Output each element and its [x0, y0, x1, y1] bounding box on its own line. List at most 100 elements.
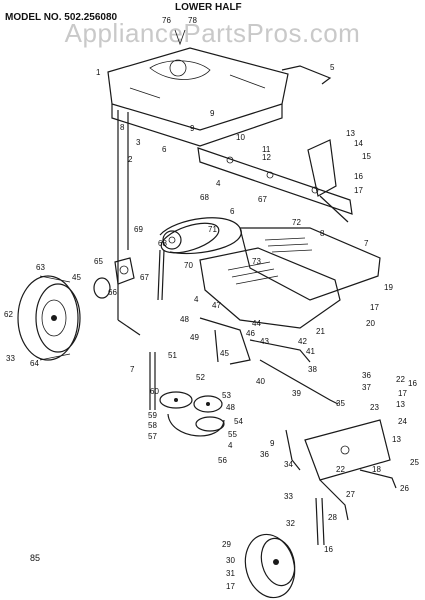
spindle-assembly	[285, 419, 397, 546]
callout-label: 2	[128, 155, 133, 164]
callout-label: 42	[298, 337, 307, 346]
callout-label: 47	[212, 301, 221, 310]
callout-label: 5	[330, 63, 335, 72]
callout-label: 54	[234, 417, 243, 426]
callout-label: 22	[336, 465, 345, 474]
section-title: LOWER HALF	[175, 2, 242, 13]
callout-label: 16	[408, 379, 417, 388]
callout-label: 18	[372, 465, 381, 474]
callout-label: 16	[324, 545, 333, 554]
callout-label: 14	[354, 139, 363, 148]
belt-and-pulley	[159, 217, 242, 255]
callout-label: 78	[188, 16, 197, 25]
callout-label: 40	[256, 377, 265, 386]
callout-label: 33	[284, 492, 293, 501]
callout-label: 48	[226, 403, 235, 412]
callout-label: 56	[218, 456, 227, 465]
callout-label: 28	[328, 513, 337, 522]
callout-label: 32	[286, 519, 295, 528]
callout-label: 9	[190, 124, 195, 133]
callout-label: 34	[284, 460, 293, 469]
callout-label: 17	[226, 582, 235, 591]
shift-rod	[281, 65, 332, 85]
callout-label: 24	[398, 417, 407, 426]
callout-label: 10	[236, 133, 245, 142]
callout-label: 38	[308, 365, 317, 374]
callout-label: 33	[6, 354, 15, 363]
callout-label: 7	[130, 365, 135, 374]
callout-label: 36	[362, 371, 371, 380]
callout-label: 65	[94, 257, 103, 266]
callout-label: 52	[196, 373, 205, 382]
callout-label: 72	[292, 218, 301, 227]
frame-left-side	[117, 110, 141, 336]
callout-label: 70	[184, 261, 193, 270]
callout-label: 53	[222, 391, 231, 400]
callout-label: 13	[346, 129, 355, 138]
callout-label: 67	[140, 273, 149, 282]
callout-label: 12	[262, 153, 271, 162]
callout-label: 27	[346, 490, 355, 499]
wheel-hub-parts	[93, 257, 135, 299]
front-wheel	[244, 533, 296, 599]
callout-label: 9	[270, 439, 275, 448]
callout-label: 39	[292, 389, 301, 398]
callout-label: 46	[246, 329, 255, 338]
callout-label: 13	[396, 400, 405, 409]
callout-label: 17	[370, 303, 379, 312]
callout-label: 59	[148, 411, 157, 420]
callout-label: 25	[410, 458, 419, 467]
callout-label: 3	[136, 138, 141, 147]
callout-label: 1	[96, 68, 101, 77]
footrest-deck	[199, 227, 381, 329]
callout-label: 9	[210, 109, 215, 118]
callout-label: 4	[216, 179, 221, 188]
callout-label: 58	[148, 421, 157, 430]
callout-label: 23	[370, 403, 379, 412]
model-number-label: MODEL NO. 502.256080	[5, 12, 118, 23]
callout-label: 4	[194, 295, 199, 304]
callout-label: 69	[134, 225, 143, 234]
callout-label: 17	[354, 186, 363, 195]
callout-label: 6	[162, 145, 167, 154]
callout-label: 37	[362, 383, 371, 392]
callout-label: 60	[150, 387, 159, 396]
callout-label: 13	[392, 435, 401, 444]
left-rear-wheel	[17, 275, 81, 361]
callout-label: 66	[108, 288, 117, 297]
callout-label: 29	[222, 540, 231, 549]
callout-label: 15	[362, 152, 371, 161]
callout-label: 7	[364, 239, 369, 248]
callout-label: 45	[220, 349, 229, 358]
callout-label: 49	[190, 333, 199, 342]
callout-label: 26	[400, 484, 409, 493]
callout-label: 57	[148, 432, 157, 441]
callout-label: 64	[30, 359, 39, 368]
callout-label: 21	[316, 327, 325, 336]
callout-label: 16	[354, 172, 363, 181]
callout-label: 76	[162, 16, 171, 25]
callout-label: 20	[366, 319, 375, 328]
callout-label: 17	[398, 389, 407, 398]
link-rod	[319, 195, 349, 223]
callout-label: 44	[252, 319, 261, 328]
callout-label: 35	[336, 399, 345, 408]
callout-label: 43	[260, 337, 269, 346]
callout-label: 45	[72, 273, 81, 282]
page-number: 85	[30, 553, 41, 563]
callout-label: 41	[306, 347, 315, 356]
callout-labels: 76 78 1 5 9 8 9 2 6 3 10 11 12 13 14 15 …	[4, 16, 419, 591]
callout-label: 6	[230, 207, 235, 216]
callout-label: 68	[158, 239, 167, 248]
callout-label: 19	[384, 283, 393, 292]
frame-top-plate	[107, 29, 289, 147]
transmission-pulleys	[149, 352, 225, 437]
callout-label: 62	[4, 310, 13, 319]
callout-label: 4	[228, 441, 233, 450]
watermark: AppliancePartsPros.com	[64, 18, 361, 48]
callout-label: 8	[120, 123, 125, 132]
front-axle-bar	[197, 147, 353, 215]
callout-label: 51	[168, 351, 177, 360]
callout-label: 8	[320, 229, 325, 238]
